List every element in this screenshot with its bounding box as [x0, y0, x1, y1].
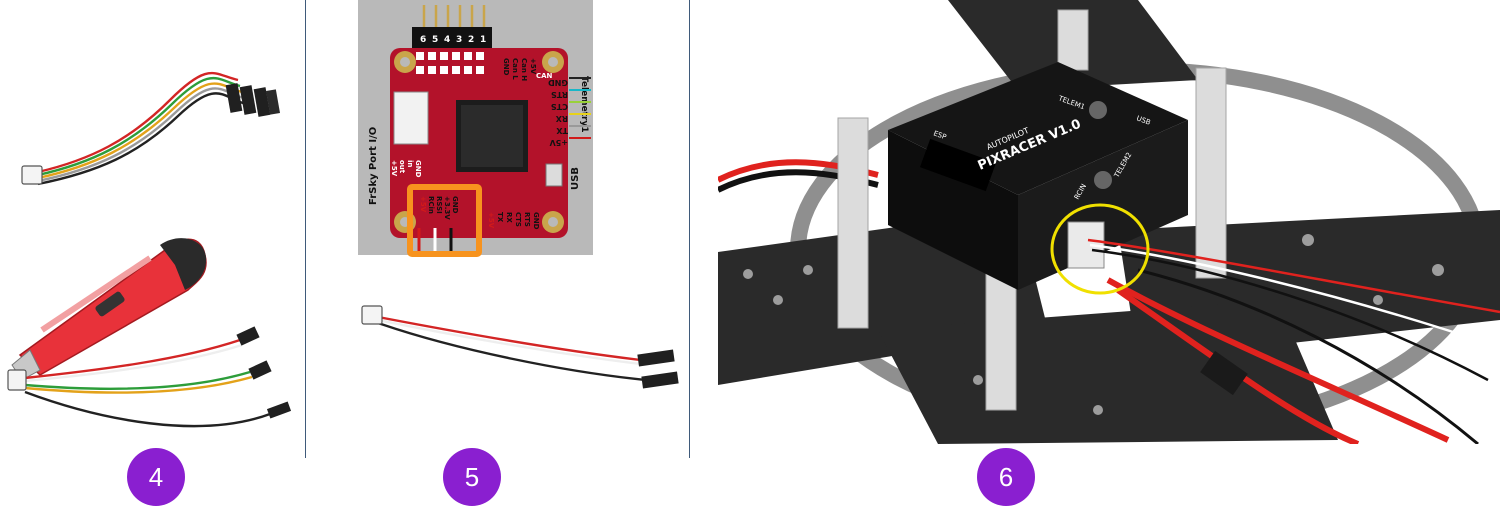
telemetry-pin-labels: GND RTS CTS RX TX +5V Telemetry1: [548, 76, 589, 147]
cable-cutting-illustration: [7, 71, 292, 428]
telemetry-pin-label: RX: [555, 114, 568, 123]
frsky-pin-label: +5V: [390, 160, 398, 177]
rc-pin-label: RCin: [427, 196, 435, 214]
rc-pin-label: RSSI: [435, 196, 443, 214]
frsky-connector: [393, 91, 429, 145]
can-pin-labels: GND Can L Can H +5V CAN: [502, 58, 553, 81]
panel-step-6: PIXRACER V1.0 AUTOPILOT TELEM1 USB ESP T…: [716, 0, 1500, 447]
frsky-pin-label: GND: [414, 160, 422, 178]
frsky-pin-labels: +5V out in GND: [390, 160, 422, 178]
serial-pin-label: RTS: [523, 212, 531, 227]
serial-pin-label: RX: [505, 212, 513, 223]
header-pins: [412, 5, 492, 49]
port-label: ESP: [932, 129, 947, 141]
serial-pin-label: +5V: [487, 212, 495, 229]
can-label: CAN: [536, 72, 553, 80]
panel-divider-right: [689, 0, 690, 458]
frsky-pin-label: in: [406, 160, 414, 167]
usb-port: [545, 163, 563, 187]
serial-pin-label: CTS: [514, 212, 522, 227]
board-wiring-diagram: 6 5 4 3 2 1 GN: [358, 0, 679, 389]
servo-connector: [1200, 350, 1248, 396]
step-badge-6: 6: [977, 448, 1035, 506]
panel-step-5: 6 5 4 3 2 1 GN: [306, 0, 689, 440]
can-pin-label: +5V: [529, 58, 537, 75]
serial-pin-labels: +5V TX RX CTS RTS GND: [487, 212, 540, 230]
panel-divider-left: [305, 0, 306, 458]
rcin-connector: [1067, 221, 1105, 269]
drone-installation-render: PIXRACER V1.0 AUTOPILOT TELEM1 USB ESP T…: [716, 0, 1500, 447]
telemetry-pin-label: RTS: [551, 90, 568, 99]
telemetry-pin-label: GND: [548, 78, 568, 87]
step-badge-5: 5: [443, 448, 501, 506]
rc-port-highlight: [407, 184, 482, 257]
header-pin-label: 5: [432, 35, 438, 45]
frsky-pin-label: out: [398, 160, 406, 174]
step-badge-4: 4: [127, 448, 185, 506]
telemetry-label: Telemetry1: [579, 76, 589, 133]
rcin-port-highlight: [1050, 203, 1150, 295]
header-pin-label: 4: [444, 35, 450, 45]
telemetry-pin-label: +5V: [549, 138, 568, 147]
can-pin-label: Can H: [520, 58, 528, 81]
can-pin-label: GND: [502, 58, 510, 76]
can-pin-label: Can L: [511, 58, 519, 80]
panel-step-4: [0, 0, 305, 440]
header-pin-labels: 6 5 4 3 2 1: [420, 35, 486, 45]
header-pin-label: 3: [456, 35, 462, 45]
rc-pin-labels: +5V RCin RSSI +3.3V GND: [419, 196, 459, 220]
split-cable-illustration: [7, 326, 292, 428]
telemetry-pin-label: CTS: [551, 102, 568, 111]
rc-pin-label: +5V: [419, 196, 427, 213]
header-pin-label: 6: [420, 35, 426, 45]
serial-pin-label: TX: [496, 212, 504, 223]
rc-cable-illustration: [361, 305, 679, 389]
serial-pin-label: GND: [532, 212, 540, 230]
header-pin-label: 1: [480, 35, 486, 45]
utility-knife-illustration: [11, 238, 207, 381]
header-pin-label: 2: [468, 35, 474, 45]
frsky-label: FrSky Port I/O: [368, 127, 379, 205]
usb-label: USB: [570, 167, 581, 190]
telemetry-cable-illustration: [21, 71, 281, 186]
rc-pin-label: +3.3V: [443, 196, 451, 220]
telemetry-pin-label: TX: [556, 126, 568, 135]
rc-pin-label: GND: [451, 196, 459, 214]
